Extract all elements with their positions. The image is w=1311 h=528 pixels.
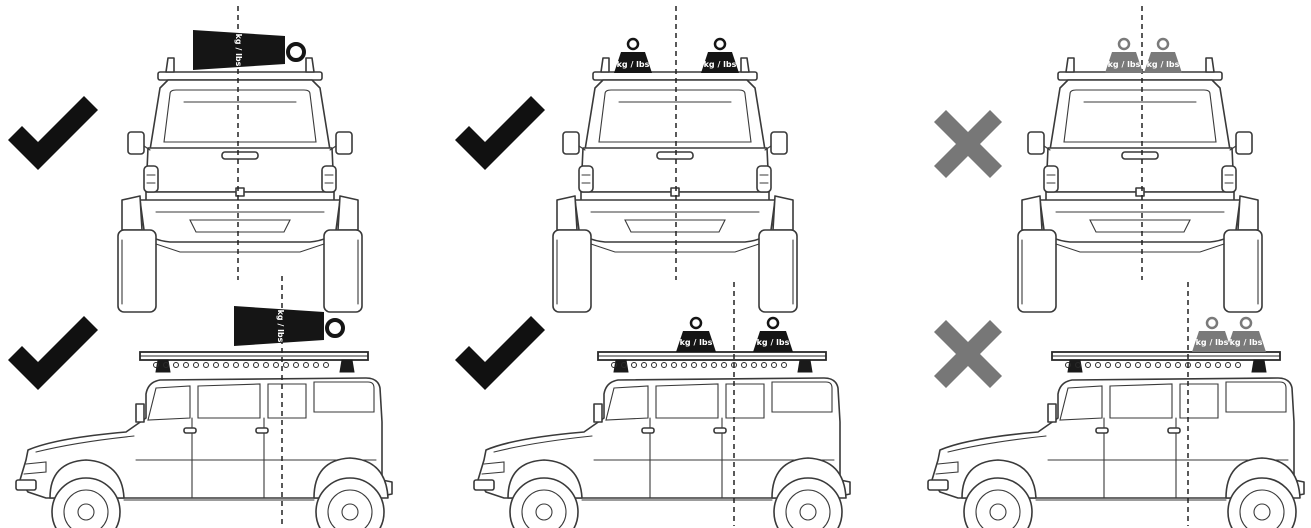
panel-rear-1: kg / lbs bbox=[8, 6, 363, 313]
weight-label: kg / lbs bbox=[704, 60, 737, 69]
vehicle-rear-view bbox=[1017, 57, 1263, 313]
weight-icon-left: kg / lbs bbox=[676, 316, 716, 352]
check-icon bbox=[455, 316, 545, 390]
weight-label: kg / lbs bbox=[234, 34, 243, 67]
weight-label: kg / lbs bbox=[1147, 60, 1180, 69]
check-icon bbox=[8, 96, 98, 170]
weight-icon-right: kg / lbs bbox=[1144, 37, 1182, 73]
weight-icon-left: kg / lbs bbox=[1105, 37, 1143, 73]
weight-icon-right: kg / lbs bbox=[1226, 316, 1266, 352]
check-icon bbox=[8, 316, 98, 390]
weight-label: kg / lbs bbox=[276, 310, 285, 343]
weight-label: kg / lbs bbox=[1230, 338, 1263, 347]
vehicle-rear-view bbox=[552, 57, 798, 313]
vehicle-side-view bbox=[15, 351, 393, 528]
vehicle-side-view bbox=[473, 351, 851, 528]
weight-icon-left: kg / lbs bbox=[1192, 316, 1232, 352]
vehicle-rear-view bbox=[117, 57, 363, 313]
panel-side-3: kg / lbs kg / lbs bbox=[927, 282, 1305, 528]
weight-icon-left: kg / lbs bbox=[614, 37, 652, 73]
weight-label: kg / lbs bbox=[1108, 60, 1141, 69]
panel-rear-3: kg / lbs kg / lbs bbox=[934, 6, 1263, 313]
panel-side-1: kg / lbs bbox=[8, 276, 393, 528]
panel-side-2: kg / lbs kg / lbs bbox=[455, 282, 851, 528]
weight-label: kg / lbs bbox=[680, 338, 713, 347]
weight-label: kg / lbs bbox=[1196, 338, 1229, 347]
large-weight-icon: kg / lbs bbox=[193, 30, 306, 70]
panel-rear-2: kg / lbs kg / lbs bbox=[455, 6, 798, 313]
weight-icon-right: kg / lbs bbox=[753, 316, 793, 352]
weight-label: kg / lbs bbox=[617, 60, 650, 69]
cross-icon bbox=[934, 320, 1002, 388]
check-icon bbox=[455, 96, 545, 170]
cross-icon bbox=[934, 110, 1002, 178]
weight-icon-right: kg / lbs bbox=[701, 37, 739, 73]
large-weight-icon: kg / lbs bbox=[234, 306, 345, 346]
weight-label: kg / lbs bbox=[757, 338, 790, 347]
